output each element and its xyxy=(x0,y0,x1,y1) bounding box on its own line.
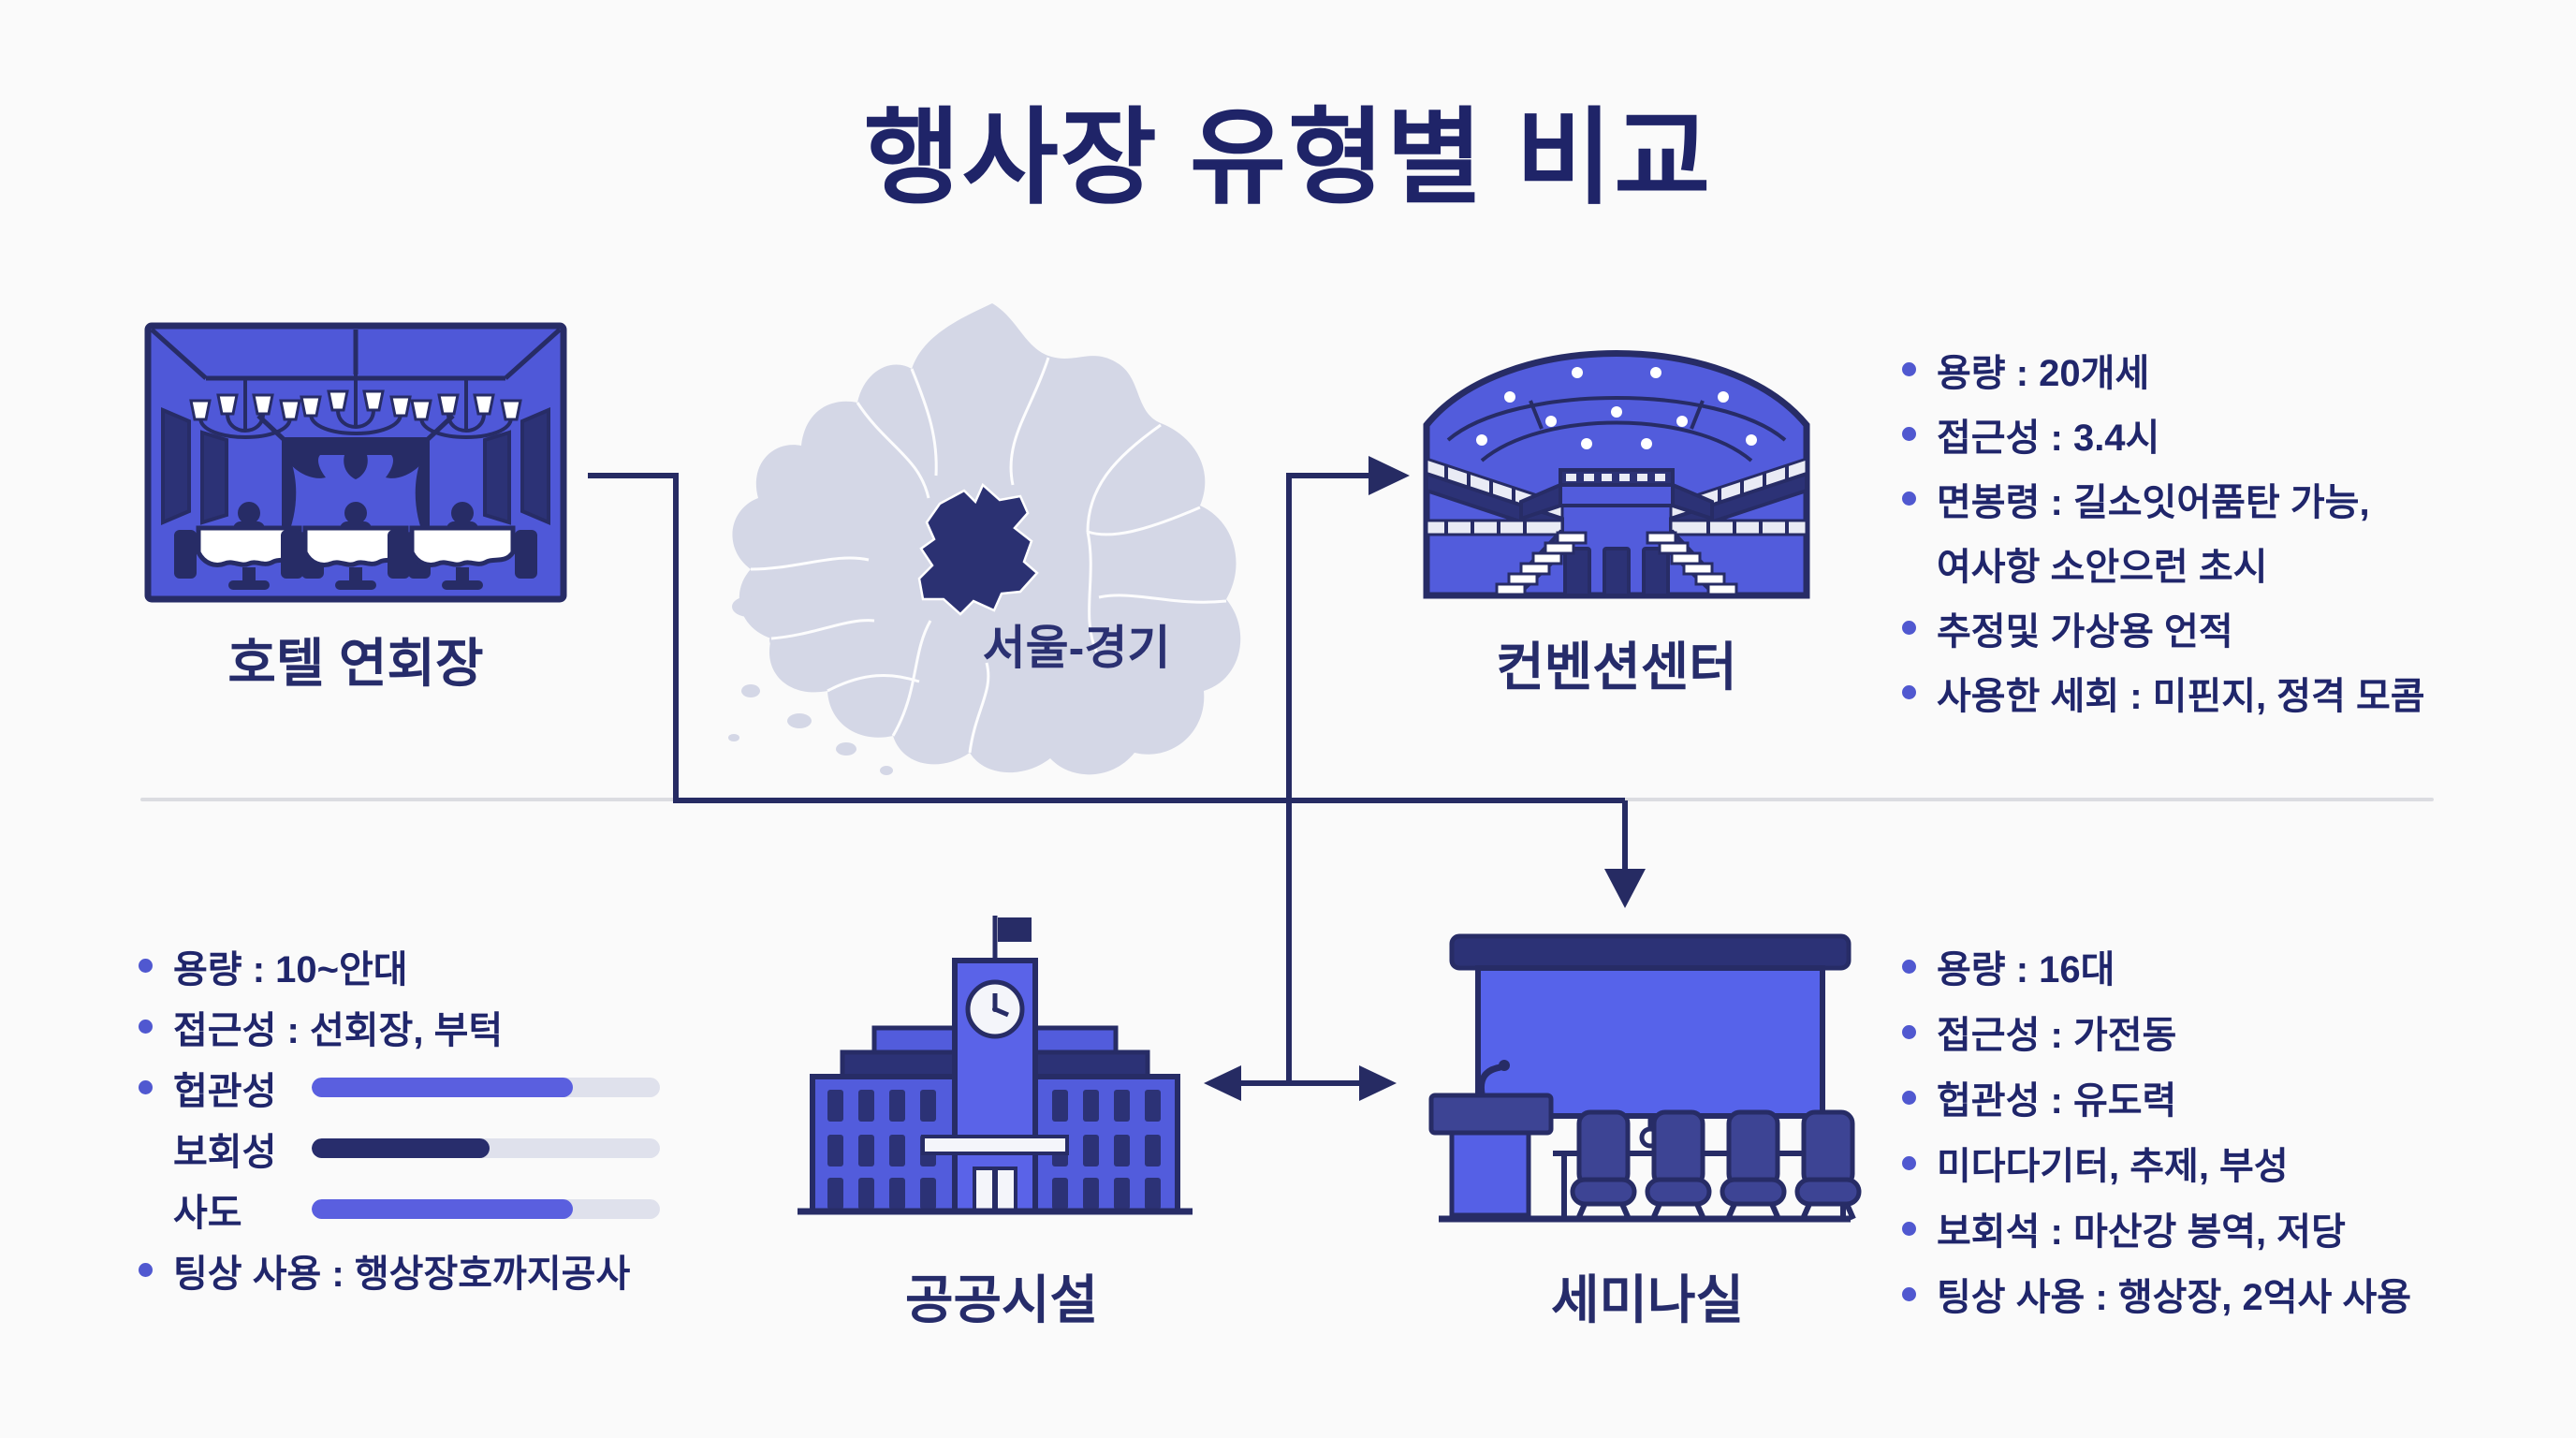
list-item: 면봉령 : 길소잇어품탄 가능, xyxy=(1902,466,2425,531)
lower-railing xyxy=(1669,519,1808,536)
chair-icon xyxy=(1794,1109,1862,1221)
bullet-icon xyxy=(1902,362,1916,376)
seminar-label: 세미나실 xyxy=(1550,1270,1745,1329)
entrance-lintel xyxy=(921,1135,1069,1155)
stage-back xyxy=(1559,483,1675,507)
bullet-icon xyxy=(139,959,153,973)
wall-panel xyxy=(483,430,511,525)
wall-panel xyxy=(161,406,191,526)
lower-railing xyxy=(1425,519,1564,536)
rating-bar xyxy=(312,1078,660,1097)
projector-screen xyxy=(1475,965,1825,1119)
staircase-left xyxy=(1495,529,1588,597)
bullet-icon xyxy=(1902,1155,1916,1170)
list-item: 여사항 소안으런 초시 xyxy=(1937,546,2268,588)
rating-bar xyxy=(312,1199,660,1219)
connector-up-to-convention xyxy=(1286,473,1368,800)
bullet-icon xyxy=(1902,1024,1916,1039)
public-label: 공공시설 xyxy=(904,1270,1099,1329)
chairs xyxy=(1570,1109,1862,1221)
hotel-banquet-hall-illustration xyxy=(144,322,567,603)
list-item: 보회석 : 마산강 봉역, 저당 xyxy=(1902,1196,2411,1261)
list-item: 추정및 가상용 언적 xyxy=(1902,595,2425,660)
bullet-icon xyxy=(1902,959,1916,974)
seminar-room-illustration xyxy=(1428,933,1862,1223)
list-item-with-bar: 헙관성 xyxy=(139,1057,660,1118)
bullet-icon xyxy=(1902,685,1916,699)
seoul-gyeonggi-map xyxy=(728,303,1241,775)
arrowhead-left-icon xyxy=(1204,1065,1241,1101)
chair-icon xyxy=(1645,1109,1712,1221)
left-details-list: 용량 : 10~안대 접근성 : 선회장, 부턱 헙관성 보회성 사도 팅상 사… xyxy=(139,935,660,1300)
ceiling-lights xyxy=(1476,367,1757,449)
list-item: 사용한 세회 : 미핀지, 정격 모콤 xyxy=(1902,660,2425,725)
list-item-with-bar: 보회성 xyxy=(139,1118,660,1179)
bullet-icon xyxy=(1902,1221,1916,1236)
screen-bar xyxy=(1449,933,1852,971)
bullet-icon xyxy=(139,1080,153,1094)
seminar-details-list: 용량 : 16대 접근성 : 가전동 헙관성 : 유도력 미다다기터, 추제, … xyxy=(1902,933,2411,1327)
chair-icon xyxy=(1570,1109,1637,1221)
bullet-icon xyxy=(139,1020,153,1034)
bullet-icon xyxy=(1902,1090,1916,1105)
page-title: 행사장 유형별 비교 xyxy=(863,99,1713,216)
convention-center-illustration xyxy=(1423,350,1810,599)
bullet-icon xyxy=(1902,427,1916,441)
staircase-right xyxy=(1646,529,1738,597)
bullet-icon xyxy=(1902,621,1916,635)
list-item: 용량 : 16대 xyxy=(1902,933,2411,999)
list-item-with-bar: 사도 xyxy=(139,1179,660,1240)
microphone-icon xyxy=(1499,1060,1510,1071)
flag-icon xyxy=(998,917,1032,942)
wall-panel xyxy=(200,430,228,525)
list-item: 팅상 사용 : 행상장, 2억사 사용 xyxy=(1902,1261,2411,1327)
district-borders xyxy=(750,357,1227,754)
hotel-label: 호텔 연회장 xyxy=(227,634,484,693)
clock-icon xyxy=(965,979,1025,1039)
wall-panel xyxy=(520,406,550,526)
doors xyxy=(1563,547,1670,597)
list-item: 접근성 : 가전동 xyxy=(1902,999,2411,1064)
entrance-doors xyxy=(973,1167,1017,1213)
list-item: 용량 : 20개세 xyxy=(1902,337,2425,402)
list-item: 미다다기터, 추제, 부성 xyxy=(1902,1130,2411,1196)
windows xyxy=(827,1090,1161,1210)
list-item: 용량 : 10~안대 xyxy=(139,935,660,996)
rating-bar xyxy=(312,1138,660,1158)
seoul-region xyxy=(917,482,1039,616)
stage-curtain xyxy=(285,440,427,479)
bullet-icon xyxy=(1902,1286,1916,1301)
map-label: 서울-경기 xyxy=(982,622,1171,674)
list-item: 헙관성 : 유도력 xyxy=(1902,1064,2411,1130)
podium-icon xyxy=(1428,1060,1554,1218)
bullet-icon xyxy=(1902,492,1916,506)
chair-icon xyxy=(1720,1109,1787,1221)
rating-bar-fill xyxy=(312,1078,573,1097)
list-item: 팅상 사용 : 행상장호까지공사 xyxy=(139,1240,660,1300)
convention-label: 컨벤션센터 xyxy=(1496,638,1737,697)
arrowhead-right-icon xyxy=(1368,456,1410,495)
arrowhead-right2-icon xyxy=(1359,1065,1397,1101)
arrowhead-down-icon xyxy=(1604,869,1646,908)
convention-details-list: 용량 : 20개세 접근성 : 3.4시 면봉령 : 길소잇어품탄 가능, 여사… xyxy=(1902,337,2425,725)
list-item: 접근성 : 선회장, 부턱 xyxy=(139,996,660,1057)
rating-bar-fill xyxy=(312,1138,490,1158)
list-item: 접근성 : 3.4시 xyxy=(1902,402,2425,466)
connector-hotel-to-right xyxy=(588,473,1625,803)
rating-bar-fill xyxy=(312,1199,573,1219)
public-facility-illustration xyxy=(798,916,1193,1215)
bullet-icon xyxy=(139,1263,153,1277)
